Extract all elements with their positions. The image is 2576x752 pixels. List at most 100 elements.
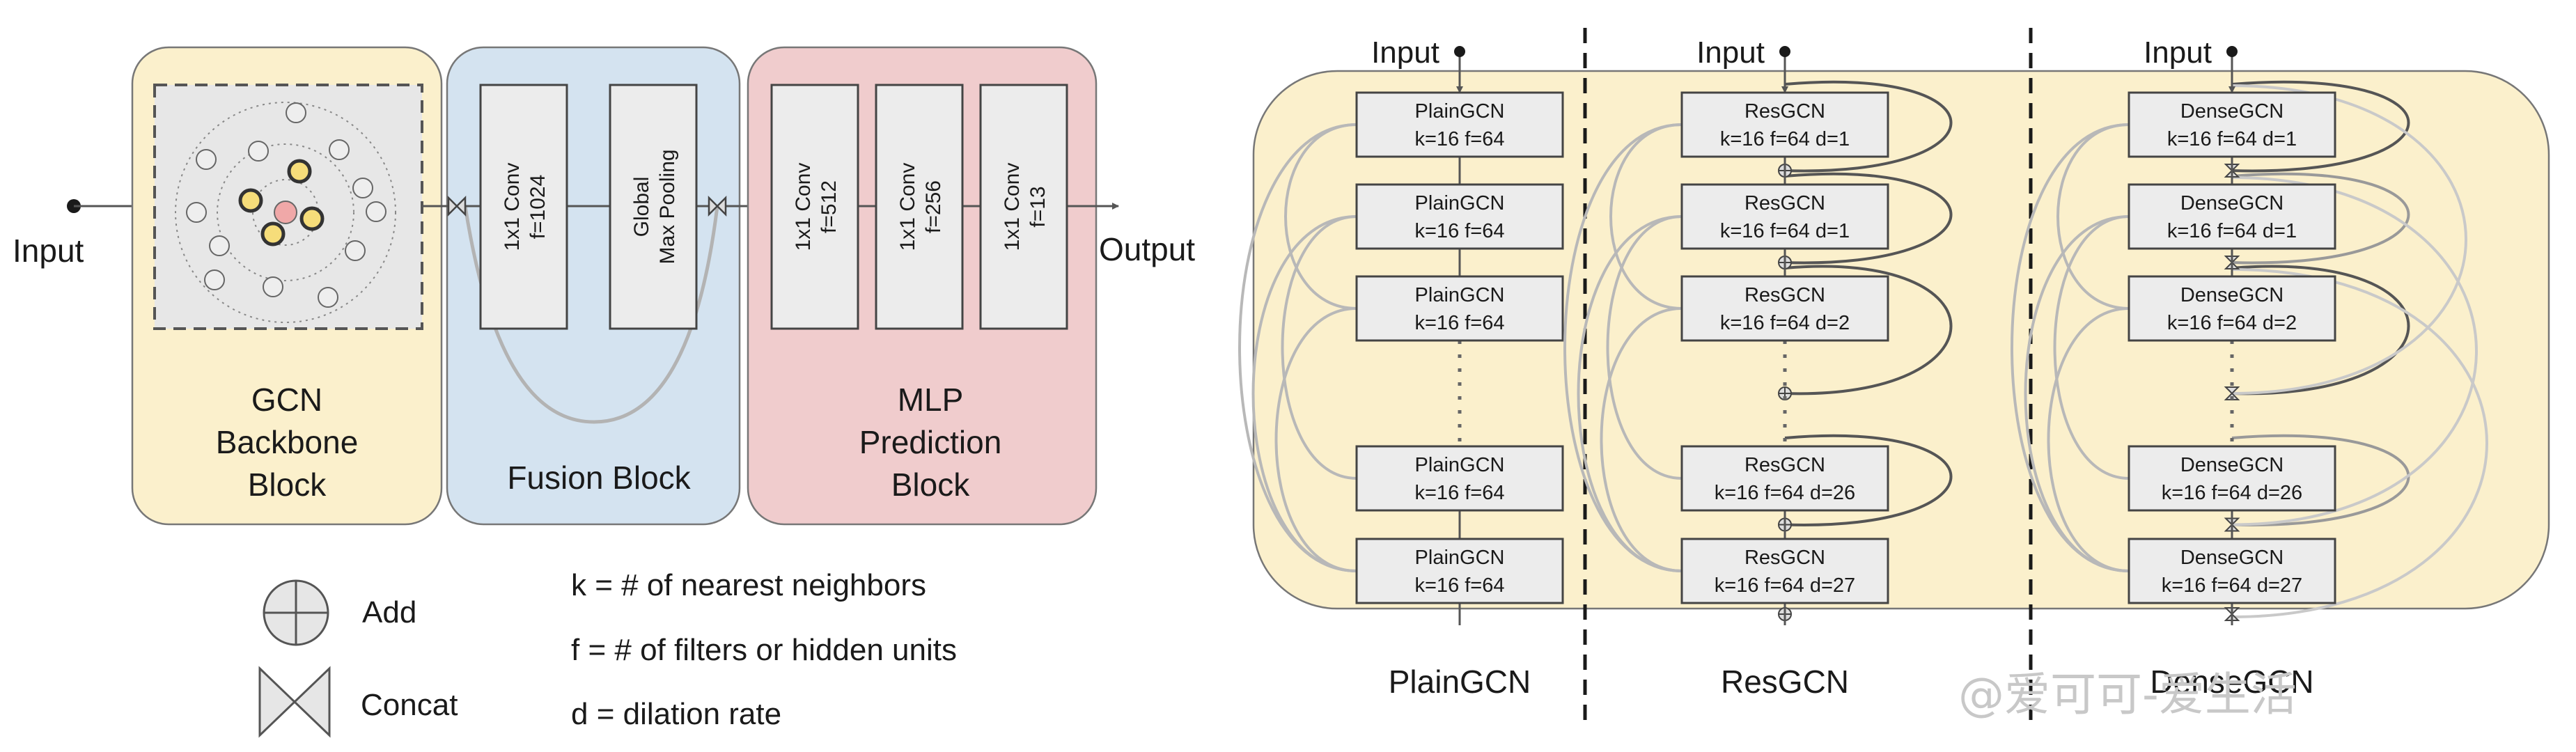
- backbone-title-line-1: GCN: [251, 382, 322, 418]
- gcn-block-params: k=16 f=64 d=2: [2167, 312, 2297, 334]
- skip-connection: [1606, 215, 1683, 480]
- residual-connection: [1784, 172, 1953, 265]
- gcn-block-params: k=16 f=64 d=26: [1715, 482, 1855, 504]
- dense-connection: [2231, 84, 2467, 395]
- fusion-conv-layer: [479, 84, 568, 330]
- legend-definition-k: k = # of nearest neighbors: [571, 568, 926, 602]
- skip-connection: [1284, 123, 1357, 310]
- gcn-block-params: k=16 f=64: [1415, 574, 1505, 597]
- residual-connection: [1784, 80, 1953, 173]
- residual-connection: [1784, 265, 1953, 395]
- backbone-title-line-3: Block: [248, 467, 327, 503]
- residual-connection: [2231, 265, 2410, 395]
- gcn-block-name: DenseGCN: [2180, 284, 2284, 306]
- gcn-block-params: k=16 f=64 d=1: [2167, 220, 2297, 242]
- gcn-block: [1680, 183, 1889, 250]
- backbone-title-line-2: Backbone: [216, 424, 359, 460]
- gcn-block-name: ResGCN: [1744, 547, 1825, 569]
- gcn-block-name: ResGCN: [1744, 454, 1825, 476]
- skip-connection: [1274, 307, 1357, 572]
- skip-connection: [1609, 123, 1683, 310]
- fusion-conv-line-2: f=1024: [526, 175, 549, 240]
- concat-icon: [258, 666, 331, 738]
- column-caption: DenseGCN: [2150, 664, 2313, 700]
- gcn-block-name: PlainGCN: [1415, 547, 1505, 569]
- gcn-block: [2128, 91, 2336, 158]
- left-panel: Input GCN Backbone Blo: [13, 46, 1195, 526]
- gcn-block-name: DenseGCN: [2180, 454, 2284, 476]
- residual-connection: [1784, 434, 1953, 526]
- dense-connection: [2231, 176, 2478, 526]
- graph-neighborhood-icon: [175, 102, 396, 323]
- gcn-block-params: k=16 f=64 d=1: [2167, 128, 2297, 150]
- gcn-block-params: k=16 f=64: [1415, 220, 1505, 242]
- mlp-layer-2-line-2: f=256: [922, 180, 945, 233]
- skip-connection: [2056, 123, 2130, 310]
- gcn-block-name: ResGCN: [1744, 284, 1825, 306]
- gcn-block-name: ResGCN: [1744, 192, 1825, 214]
- gcn-block-name: DenseGCN: [2180, 192, 2284, 214]
- add-icon: [263, 579, 329, 646]
- mlp-conv-13-layer: [979, 84, 1068, 330]
- gcn-block-params: k=16 f=64: [1415, 482, 1505, 504]
- mlp-title-line-2: Prediction: [859, 424, 1002, 460]
- watermark: @爱可可-爱生活: [1958, 668, 2297, 721]
- gcn-block-params: k=16 f=64 d=26: [2162, 482, 2302, 504]
- column-caption: ResGCN: [1721, 664, 1849, 700]
- column-input-label: Input: [2144, 36, 2212, 70]
- gcn-block-params: k=16 f=64 d=2: [1720, 312, 1850, 334]
- gcn-block: [2128, 445, 2336, 512]
- legend: Add Concat k = # of nearest neighbors f …: [258, 568, 957, 738]
- mlp-layer-3-line-1: 1x1 Conv: [1001, 163, 1024, 251]
- gcn-block-params: k=16 f=64 d=27: [2162, 574, 2302, 597]
- gcn-block-name: PlainGCN: [1415, 284, 1505, 306]
- global-max-pooling-layer: [609, 84, 698, 330]
- gcn-block: [1680, 445, 1889, 512]
- legend-definition-d: d = dilation rate: [571, 697, 781, 731]
- gcn-block-name: PlainGCN: [1415, 100, 1505, 123]
- concat-icon: [447, 195, 467, 217]
- gcn-block-name: PlainGCN: [1415, 454, 1505, 476]
- skip-connection: [2053, 215, 2130, 480]
- fusion-title: Fusion Block: [507, 460, 691, 496]
- gcn-block-params: k=16 f=64: [1415, 128, 1505, 150]
- mlp-layer-1-line-1: 1x1 Conv: [792, 163, 815, 251]
- mlp-title-line-3: Block: [891, 467, 970, 503]
- output-label: Output: [1099, 231, 1195, 267]
- gcn-block: [1355, 275, 1564, 342]
- skip-connection: [1577, 215, 1683, 572]
- mlp-layer-3-line-2: f=13: [1027, 186, 1049, 227]
- skip-connection: [1600, 307, 1683, 572]
- gcn-block-name: DenseGCN: [2180, 547, 2284, 569]
- pooling-line-2: Max Pooling: [656, 149, 679, 264]
- skip-connection: [1251, 215, 1357, 572]
- mlp-conv-256-layer: [875, 84, 964, 330]
- concat-icon: [2224, 386, 2240, 400]
- mlp-layer-2-line-1: 1x1 Conv: [896, 163, 919, 251]
- gcn-block: [1355, 91, 1564, 158]
- gcn-block: [1355, 538, 1564, 604]
- gcn-block: [1680, 275, 1889, 342]
- gcn-block: [1355, 183, 1564, 250]
- column-caption: PlainGCN: [1389, 664, 1531, 700]
- gcn-block: [1355, 445, 1564, 512]
- input-dot: [1454, 46, 1465, 57]
- gcn-block-params: k=16 f=64 d=27: [1715, 574, 1855, 597]
- gcn-block: [2128, 275, 2336, 342]
- skip-connection: [1281, 215, 1357, 480]
- dense-connection: [2231, 268, 2488, 618]
- gcn-block: [1680, 91, 1889, 158]
- input-dot: [1779, 46, 1790, 57]
- input-label: Input: [13, 233, 84, 269]
- gcn-block-params: k=16 f=64 d=1: [1720, 128, 1850, 150]
- fusion-conv-line-1: 1x1 Conv: [501, 163, 524, 251]
- gcn-block-params: k=16 f=64 d=1: [1720, 220, 1850, 242]
- gcn-block-name: ResGCN: [1744, 100, 1825, 123]
- mlp-conv-512-layer: [770, 84, 859, 330]
- gcn-block: [1680, 538, 1889, 604]
- residual-connection: [2231, 80, 2410, 173]
- gcn-block-name: DenseGCN: [2180, 100, 2284, 123]
